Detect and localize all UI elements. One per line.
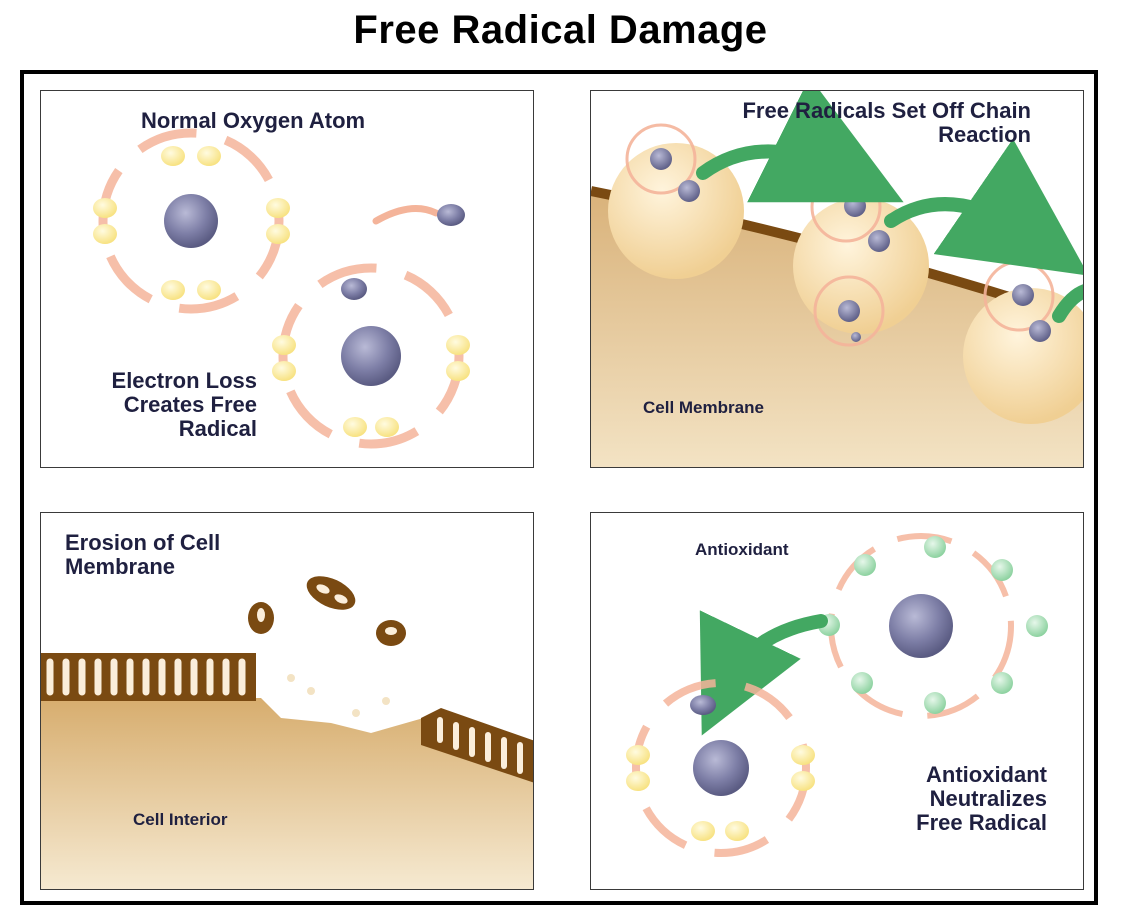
diagram-frame: Normal Oxygen Atom Electron Loss Creates… [20, 70, 1098, 905]
panel-erosion: Erosion of Cell Membrane Cell Interior [40, 512, 534, 890]
erosion-heading: Erosion of Cell Membrane [65, 531, 220, 579]
panel-chain-reaction: Free Radicals Set Off Chain Reaction Cel… [590, 90, 1084, 468]
chain-arrow-icon [1052, 284, 1083, 323]
antioxidant-caption: Antioxidant Neutralizes Free Radical [841, 763, 1047, 834]
caption-line: Radical [178, 415, 257, 441]
erosion-illustration [41, 576, 533, 889]
chain-reaction-illustration [591, 91, 1083, 467]
panel-antioxidant: Antioxidant Antioxidant Neutralizes Free… [590, 512, 1084, 890]
caption-line: Electron Loss [111, 368, 257, 393]
chain-arrow-icon [696, 91, 904, 203]
antioxidant-illustration [626, 533, 1048, 857]
normal-atom [93, 128, 290, 314]
cell-sphere [608, 143, 744, 279]
electron-loss-caption: Electron Loss Creates Free Radical [61, 369, 257, 440]
neutralized-atom [626, 679, 815, 857]
caption-line: Antioxidant [926, 762, 1047, 787]
caption-line: Neutralizes [929, 785, 1047, 811]
panel-normal-oxygen-atom: Normal Oxygen Atom Electron Loss Creates… [40, 90, 534, 468]
heading-line: Erosion of Cell [65, 530, 221, 555]
normal-atom-illustration [93, 128, 470, 449]
antioxidant-atom [818, 533, 1048, 719]
antioxidant-label: Antioxidant [695, 540, 789, 559]
free-radical-atom [272, 263, 470, 449]
cell-interior-label: Cell Interior [133, 810, 228, 829]
nucleus-icon [164, 194, 218, 248]
cell-membrane-label: Cell Membrane [643, 398, 764, 417]
cell-interior-region [41, 698, 533, 889]
chain-reaction-heading: Free Radicals Set Off Chain Reaction [631, 99, 1031, 147]
diagram-title: Free Radical Damage [353, 8, 768, 52]
normal-atom-heading: Normal Oxygen Atom [141, 108, 366, 133]
caption-line: Creates Free [123, 391, 257, 417]
heading-line: Free Radicals Set Off Chain [742, 98, 1031, 123]
heading-line: Membrane [65, 553, 176, 579]
heading-line: Reaction [938, 121, 1031, 147]
cell-sphere [793, 198, 929, 334]
chain-arrow-icon [884, 138, 1083, 276]
membrane-fragments [248, 576, 406, 717]
cell-sphere [963, 288, 1083, 424]
lost-electron-icon [437, 204, 465, 226]
donate-arrow-icon [699, 610, 828, 736]
caption-line: Free Radical [916, 809, 1047, 835]
